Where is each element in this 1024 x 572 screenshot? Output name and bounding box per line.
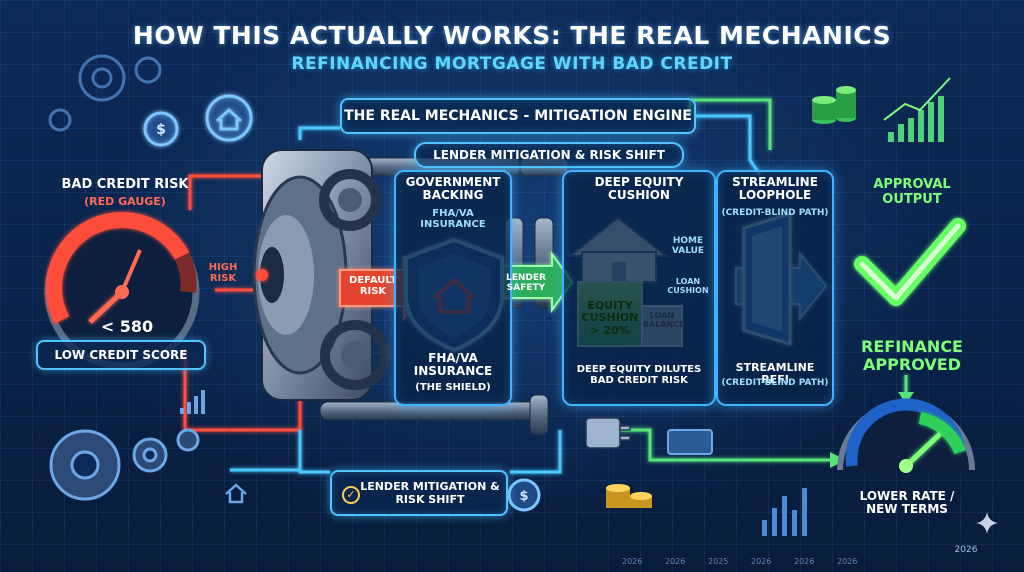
flow-wire — [230, 114, 762, 474]
engine-banner: THE REAL MECHANICS - MITIGATION ENGINE — [340, 98, 696, 134]
document-icon — [667, 429, 713, 455]
streamline-panel — [716, 170, 834, 406]
growth-chart-icon — [180, 390, 205, 414]
axis-year: 2026 — [751, 557, 772, 566]
engine-motor — [252, 149, 390, 401]
equity-title: DEEP EQUITY CUSHION — [594, 175, 684, 203]
approval-result: LOWER RATE / NEW TERMS — [859, 489, 955, 517]
shield-label: FHA/VA INSURANCE — [413, 351, 493, 379]
bad-credit-subtitle: (RED GAUGE) — [84, 195, 166, 208]
coins-icon — [606, 484, 652, 508]
streamline-title: STREAMLINE LOOPHOLE — [732, 175, 818, 203]
dollar-icon — [143, 111, 179, 147]
bar-chart-icon — [762, 488, 807, 536]
svg-text:$: $ — [156, 122, 166, 138]
government-title: GOVERNMENT BACKING — [405, 175, 501, 203]
green-rate-gauge — [837, 398, 975, 473]
plug-icon — [585, 417, 631, 449]
lender-mitigation-badge: ✓ LENDER MITIGATION & RISK SHIFT — [330, 470, 508, 516]
equity-footer: DEEP EQUITY DILUTES BAD CREDIT RISK — [576, 364, 702, 387]
high-risk-label: HIGH RISK — [208, 262, 238, 285]
check-circle-icon: ✓ — [342, 486, 360, 504]
bad-credit-title: BAD CREDIT RISK — [61, 177, 189, 192]
page-subtitle: REFINANCING MORTGAGE WITH BAD CREDIT — [291, 54, 733, 74]
credit-gauge-value: < 580 — [100, 317, 154, 336]
home-value-label: HOME VALUE — [671, 236, 705, 257]
axis-year: 2026 — [837, 557, 858, 566]
trend-line — [883, 77, 951, 121]
badge-text: LENDER MITIGATION & RISK SHIFT — [360, 480, 500, 506]
axis-year: 2026 — [622, 557, 643, 566]
default-risk-label: DEFAULT RISK — [349, 275, 397, 298]
streamline-footer-title: STREAMLINE REFI — [735, 361, 815, 387]
corner-year: 2026 — [954, 545, 978, 555]
house-icon — [205, 94, 253, 142]
loan-balance-label: LOAN BALANCE — [643, 311, 685, 329]
gear-icon — [49, 428, 200, 501]
streamline-footer-sub: (CREDIT-BLIND PATH) — [721, 378, 829, 388]
approval-title: APPROVAL OUTPUT — [873, 177, 951, 207]
axis-year: 2026 — [794, 557, 815, 566]
approval-status: REFINANCE APPROVED — [861, 337, 963, 374]
dollar-icon — [507, 478, 541, 512]
arrow-icon — [898, 392, 914, 404]
loan-cushion-label: LOAN CUSHION — [667, 277, 709, 295]
coins-icon — [812, 86, 856, 124]
shield-sub: (THE SHIELD) — [415, 382, 491, 393]
low-credit-score-label: LOW CREDIT SCORE — [36, 340, 206, 370]
red-credit-gauge — [44, 212, 200, 370]
checkmark-icon — [854, 218, 966, 306]
page-title: HOW THIS ACTUALLY WORKS: THE REAL MECHAN… — [132, 21, 892, 50]
government-subtitle: FHA/VA INSURANCE — [420, 208, 486, 231]
sparkle-icon — [976, 512, 998, 534]
axis-year: 2026 — [665, 557, 686, 566]
equity-cushion-label: EQUITY CUSHION > 20% — [581, 299, 639, 337]
streamline-subtitle: (CREDIT-BLIND PATH) — [721, 208, 829, 218]
house-icon — [225, 483, 247, 504]
svg-text:$: $ — [519, 489, 528, 504]
deep-equity-panel — [562, 170, 716, 406]
mitigation-pipe-label: LENDER MITIGATION & RISK SHIFT — [414, 142, 684, 168]
lender-safety-label: LENDER SAFETY — [506, 273, 546, 294]
gear-icon — [48, 54, 162, 132]
growth-chart-icon — [888, 96, 944, 142]
government-backing-panel — [394, 170, 512, 406]
axis-year: 2025 — [708, 557, 729, 566]
